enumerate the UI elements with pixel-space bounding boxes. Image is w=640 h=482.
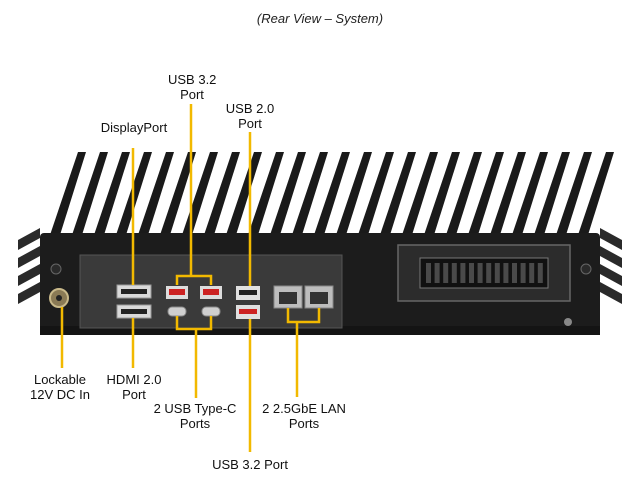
chassis-lower-edge: [40, 326, 600, 335]
heatsink-fin: [138, 152, 174, 235]
screw-left: [50, 263, 62, 275]
heatsink-fin: [534, 152, 570, 235]
screw-right: [580, 263, 592, 275]
vent-slot: [451, 263, 457, 283]
heatsink-fin: [226, 152, 262, 235]
heatsink-fin: [270, 152, 306, 235]
vent-slot: [529, 263, 535, 283]
side-fins: [18, 228, 622, 304]
heatsink-fin: [468, 152, 504, 235]
ground-screw: [564, 318, 572, 326]
heatsink-fin: [380, 152, 416, 235]
heatsink-fin: [248, 152, 284, 235]
vent-slot: [460, 263, 466, 283]
heatsink-fins: [50, 152, 614, 235]
heatsink-fin: [72, 152, 108, 235]
heatsink-fin: [94, 152, 130, 235]
callout-lines: [60, 104, 321, 452]
usb-c-port-2: [201, 306, 221, 317]
vent-slot: [537, 263, 543, 283]
heatsink-fin: [446, 152, 482, 235]
vent-slot: [520, 263, 526, 283]
vent-slot: [477, 263, 483, 283]
heatsink-fin: [160, 152, 196, 235]
heatsink-fin: [556, 152, 592, 235]
label-usb32-bottom: USB 3.2 Port: [212, 457, 288, 472]
heatsink-fin: [490, 152, 526, 235]
heatsink-fin: [578, 152, 614, 235]
vent-slot: [512, 263, 517, 283]
vent-slot: [426, 263, 431, 283]
heatsink-fin: [336, 152, 372, 235]
heatsink-fin: [292, 152, 328, 235]
diagram-title: (Rear View – System): [256, 11, 384, 26]
vent-slot: [486, 263, 492, 283]
vent-slot: [443, 263, 449, 283]
heatsink-fin: [424, 152, 460, 235]
heatsink-fin: [204, 152, 240, 235]
heatsink-fin: [50, 152, 86, 235]
vent-slot: [469, 263, 474, 283]
expansion-connector: [419, 257, 549, 289]
heatsink-fin: [314, 152, 350, 235]
heatsink-fin: [358, 152, 394, 235]
vent-slot: [434, 263, 440, 283]
vent-slot: [503, 263, 509, 283]
vent-slot: [494, 263, 500, 283]
usb-c-port-1: [167, 306, 187, 317]
heatsink-fin: [402, 152, 438, 235]
heatsink-fin: [512, 152, 548, 235]
label-displayport: DisplayPort: [100, 120, 168, 135]
